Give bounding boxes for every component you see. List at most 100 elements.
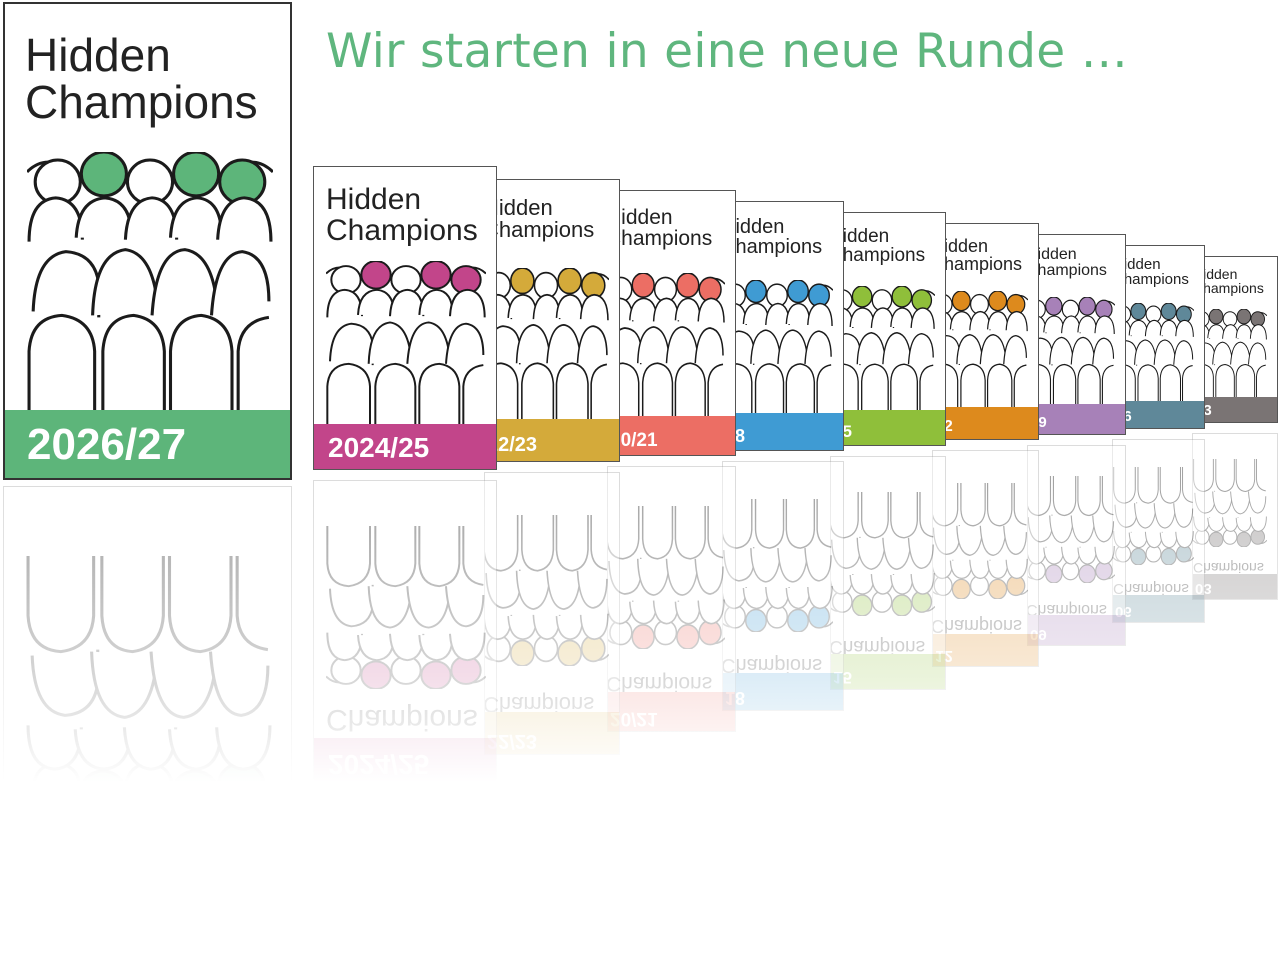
logo-title-line2: Champions: [484, 691, 595, 717]
logo-title-line1: Hidden: [1193, 574, 1238, 590]
year-label: 18: [725, 688, 746, 709]
logo-title-line1: Hidden: [607, 693, 673, 716]
year-band: 03: [1193, 574, 1277, 599]
logo-title-line2: Champions: [722, 653, 823, 676]
year-label: 20/21: [610, 429, 658, 451]
year-label: 2024/25: [328, 749, 430, 781]
crowd-icon: [607, 506, 726, 650]
logo-title-line2: Champions: [607, 671, 713, 695]
crowd-icon: [608, 272, 726, 416]
crowd-icon: [325, 526, 487, 690]
crowd-icon: [484, 515, 610, 667]
logo-title-line2: Champions: [484, 217, 595, 243]
logo-title-line2: Champions: [932, 254, 1023, 275]
crowd-icon: [24, 556, 274, 817]
year-band: 20/21: [608, 692, 735, 731]
logo-title-line2: Champions: [722, 236, 823, 259]
year-band: 18: [723, 673, 843, 710]
year-label: 22/23: [487, 730, 538, 752]
logo-title-line2: Champions: [932, 615, 1023, 636]
year-label: 09: [1030, 626, 1047, 644]
logo-title-line1: Hidden: [722, 674, 785, 696]
year-band: 15: [831, 654, 945, 689]
crowd-icon: [830, 492, 936, 617]
year-band: 2026/27: [4, 895, 291, 963]
crowd-icon: [25, 150, 275, 411]
logo-title-line1: Hidden: [25, 29, 171, 81]
crowd-icon: [831, 285, 936, 410]
year-band: 2026/27: [5, 410, 290, 478]
reflection-fade: [0, 482, 1281, 966]
logo-title-line1: Hidden: [1027, 617, 1077, 634]
crowd-icon: [485, 267, 610, 419]
logo-title-line2: Champions: [607, 227, 713, 251]
year-label: 2026/27: [27, 420, 187, 470]
logo-title-line1: Hidden: [932, 634, 989, 654]
logo-title-line2: Champions: [1027, 262, 1107, 280]
logo-title-line1: Hidden: [484, 714, 553, 739]
logo-title-line2: Champions: [25, 75, 258, 128]
logo-title-line2: Champions: [1027, 600, 1107, 618]
crowd-icon: [1027, 476, 1116, 584]
year-band: 2024/25: [314, 738, 496, 783]
logo-title-line2: Champions: [326, 703, 478, 737]
year-band: 03: [1193, 397, 1277, 422]
logo-title-line2: Champions: [326, 213, 478, 247]
logo-title-line1: Hidden: [830, 226, 890, 247]
logo-title-line1: Hidden: [722, 216, 785, 238]
crowd-icon: [723, 279, 834, 413]
logo-title-line1: Hidden: [607, 206, 673, 229]
crowd-icon: [722, 499, 834, 633]
year-band: 06: [1113, 401, 1204, 428]
logo-title-line2: Champions: [1193, 280, 1264, 297]
year-band: 12: [933, 634, 1038, 666]
year-label: 12: [935, 647, 953, 665]
year-band: 18: [723, 413, 843, 450]
logo-title-line1: Hidden: [326, 183, 422, 216]
year-band: 15: [831, 410, 945, 445]
year-band: 09: [1028, 404, 1125, 434]
crowd-icon: [325, 260, 487, 424]
logo-title-line2: Champions: [1193, 559, 1264, 576]
year-band: 22/23: [485, 419, 619, 461]
logo-title-line1: Hidden: [830, 655, 890, 676]
year-label: 03: [1195, 580, 1212, 598]
crowd-icon: [932, 483, 1029, 600]
logo-title-line2: Champions: [830, 635, 926, 657]
crowd-icon: [933, 290, 1029, 407]
slide-headline: Wir starten in eine neue Runde …: [326, 24, 1129, 79]
crowd-icon: [1028, 296, 1116, 404]
